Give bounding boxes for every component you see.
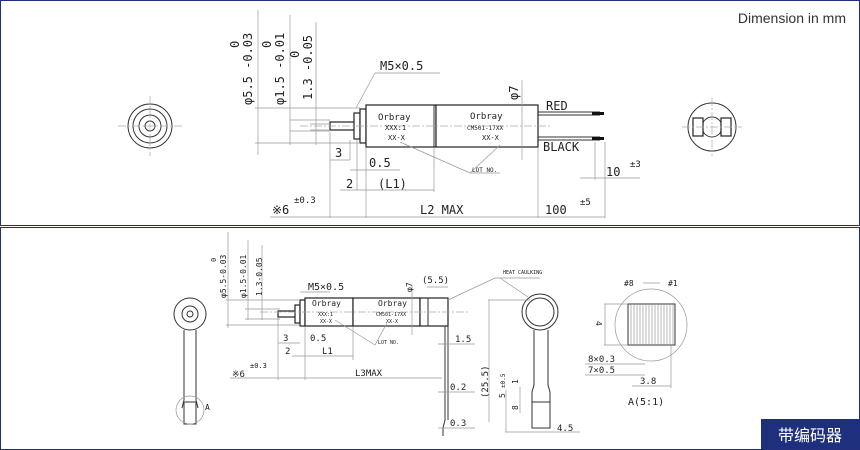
gear-lot-label: XX-X <box>320 319 332 325</box>
dim-l1: (L1) <box>378 177 407 191</box>
pin-8-label: #8 <box>624 279 634 288</box>
tol-zero: 0 <box>210 258 218 262</box>
dim-100: 100 <box>545 203 567 217</box>
dim-0-5: 0.5 <box>369 156 391 170</box>
lead-black-label: BLACK <box>543 140 580 154</box>
brand-label: Orbray <box>378 299 407 308</box>
tol-zero: 0 <box>260 41 274 48</box>
brand-label: Orbray <box>378 113 411 123</box>
body-diameter-dim: φ7 <box>507 86 521 100</box>
motor-lot-label: XX-X <box>386 319 398 325</box>
detail-a-title: A(5:1) <box>628 397 664 408</box>
dim-6: ※6 <box>232 370 245 380</box>
dim-25-5: (25.5) <box>481 365 491 398</box>
dim-5-5: (5.5) <box>422 276 449 286</box>
dim-l2: L2 MAX <box>420 203 464 217</box>
pin-1-label: #1 <box>668 279 678 288</box>
dim-2: 2 <box>285 347 290 357</box>
dim-4-5: 4.5 <box>557 424 573 434</box>
dim-6: ※6 <box>272 203 289 217</box>
dim-3: 3 <box>335 146 342 160</box>
gear-ratio-label: XXX:1 <box>318 312 333 318</box>
dim-8: 8 <box>511 405 520 410</box>
thread-label: M5×0.5 <box>380 59 423 73</box>
body-diameter-dim: φ7 <box>405 282 414 292</box>
dim-1-5: 1.5 <box>455 335 471 345</box>
dim-0-5: 0.5 <box>310 334 326 344</box>
dim-6-tol: ±0.3 <box>250 362 267 370</box>
dim-l3: L3MAX <box>355 369 383 379</box>
motor-side-view <box>300 104 604 148</box>
lot-no-label: LOT NO. <box>378 340 399 346</box>
pitch-7x0-5: 7×0.5 <box>588 366 615 376</box>
thread-label: M5×0.5 <box>308 282 344 293</box>
tol-zero: 0 <box>288 51 302 58</box>
shaft-diameter-dim: φ1.5-0.01 <box>239 254 248 298</box>
motor-model-label: CM501-17XX <box>376 312 406 318</box>
width-3-8: 3.8 <box>640 377 656 387</box>
dim-0-2: 0.2 <box>450 383 466 393</box>
gear-lot-label: XX-X <box>388 134 406 142</box>
front-end-view <box>118 96 182 156</box>
gear-ratio-label: XXX:1 <box>385 124 406 132</box>
front-end-view-encoder <box>173 297 207 425</box>
dim-1: 1 <box>511 379 520 384</box>
encoder-badge: 带编码器 <box>761 419 859 449</box>
detail-height-dim: 4 <box>594 321 603 326</box>
dim-5-tol: ±0.5 <box>500 373 507 388</box>
dim-0-3: 0.3 <box>450 419 466 429</box>
brand-label: Orbray <box>312 299 341 308</box>
lead-red-label: RED <box>546 99 568 113</box>
detail-a-view: #8 #1 4 8×0.3 7×0.5 3.8 A(5:1) <box>585 279 688 408</box>
dim-10: 10 <box>606 165 620 179</box>
dim-5: 5 <box>498 393 507 398</box>
outer-diameter-dim: φ5.5 -0.03 <box>241 33 255 105</box>
dim-2: 2 <box>346 177 353 191</box>
rear-end-view <box>682 98 742 156</box>
dim-l1: L1 <box>322 347 333 357</box>
top-dimension-lines <box>255 10 640 218</box>
dim-10-tol: ±3 <box>630 160 641 170</box>
outer-diameter-dim: φ5.5-0.03 <box>219 254 228 298</box>
detail-a-marker: A <box>205 403 210 412</box>
flat-dim: 1.3-0.05 <box>255 257 264 296</box>
dim-100-tol: ±5 <box>580 198 591 208</box>
motor-side-view-encoder <box>260 297 470 436</box>
dim-6-tol: ±0.3 <box>294 196 316 206</box>
bottom-dimension-lines <box>226 232 580 433</box>
tol-zero: 0 <box>228 41 242 48</box>
motor-lot-label: XX-X <box>482 134 500 142</box>
pitch-8x0-3: 8×0.3 <box>588 355 615 365</box>
lot-no-label: LOT NO. <box>472 167 497 174</box>
brand-label: Orbray <box>470 112 503 122</box>
shaft-diameter-dim: φ1.5 -0.01 <box>273 33 287 105</box>
units-note: Dimension in mm <box>737 10 846 26</box>
heat-caulking-label: HEAT CAULKING <box>503 270 542 276</box>
flat-dim: 1.3 -0.05 <box>301 35 315 100</box>
motor-model-label: CM501-17XX <box>467 125 504 132</box>
dim-3: 3 <box>283 334 288 344</box>
side-view-encoder <box>521 293 559 429</box>
